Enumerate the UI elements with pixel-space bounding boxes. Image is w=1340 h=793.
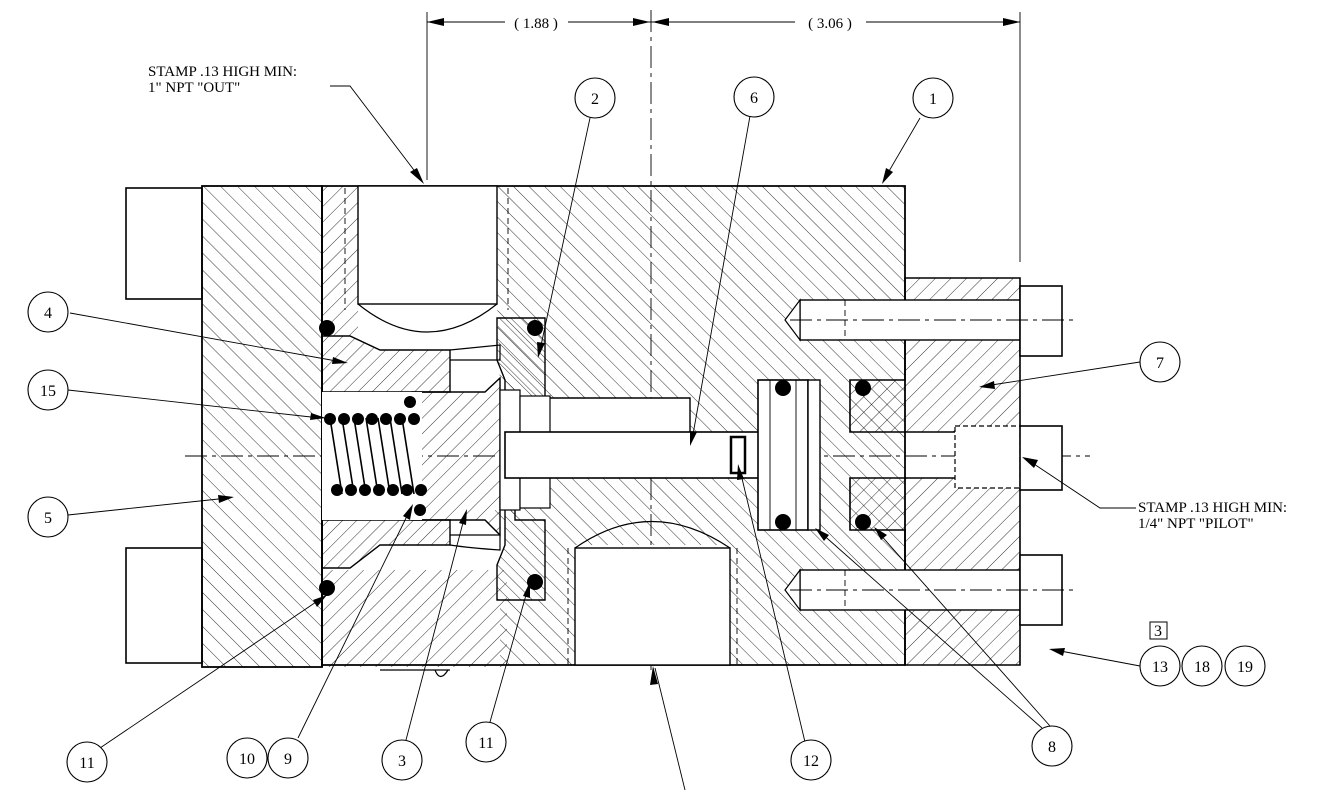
svg-text:5: 5 — [44, 510, 52, 527]
retaining-clip — [380, 669, 450, 678]
balloon-5: 5 — [27, 495, 234, 538]
callout-pilot-port: STAMP .13 HIGH MIN: 1/4" NPT "PILOT" — [1022, 457, 1287, 532]
seat-part-4 — [321, 335, 501, 569]
dimension-left-value: ( 1.88 ) — [514, 16, 558, 32]
stem-part-6 — [504, 431, 786, 479]
svg-text:18: 18 — [1194, 659, 1210, 676]
balloon-11-right: 11 — [465, 582, 530, 763]
svg-text:3: 3 — [398, 753, 406, 770]
svg-text:12: 12 — [803, 753, 819, 770]
svg-text:19: 19 — [1237, 659, 1253, 676]
leader-bottom-port — [650, 666, 686, 791]
balloon-13-18-19: 3 13 18 19 — [1049, 621, 1266, 687]
balloon-7: 7 — [979, 341, 1181, 389]
callout-pilot-line1: STAMP .13 HIGH MIN: — [1138, 500, 1287, 516]
o-rings — [319, 320, 871, 596]
svg-text:2: 2 — [591, 91, 599, 108]
svg-text:7: 7 — [1156, 355, 1164, 372]
svg-text:13: 13 — [1152, 659, 1168, 676]
balloon-11-left: 11 — [66, 595, 327, 783]
box-note: 3 — [1154, 623, 1162, 640]
svg-text:11: 11 — [478, 735, 493, 752]
dimension-right-value: ( 3.06 ) — [808, 16, 852, 32]
svg-text:1: 1 — [929, 91, 937, 108]
balloon-6: 6 — [690, 76, 775, 446]
balloon-12: 12 — [737, 464, 832, 781]
balloon-8: 8 — [815, 527, 1073, 767]
callout-out-line1: STAMP .13 HIGH MIN: — [148, 64, 297, 80]
svg-text:11: 11 — [79, 755, 94, 772]
balloon-3: 3 — [381, 509, 467, 781]
balloon-1: 1 — [882, 77, 954, 184]
balloon-10-9: 10 9 — [226, 504, 413, 779]
svg-text:10: 10 — [239, 751, 255, 768]
spring-part-15 — [322, 392, 427, 520]
callout-out-port: STAMP .13 HIGH MIN: 1" NPT "OUT" — [148, 64, 424, 184]
bolt-lower — [784, 554, 1075, 626]
dimension-left: ( 1.88 ) — [426, 12, 650, 180]
callout-pilot-line2: 1/4" NPT "PILOT" — [1138, 516, 1254, 532]
svg-text:9: 9 — [284, 751, 292, 768]
svg-text:8: 8 — [1048, 739, 1056, 756]
dimension-right: ( 3.06 ) — [650, 12, 1021, 262]
callout-out-line2: 1" NPT "OUT" — [148, 80, 240, 96]
end-cap-part-5 — [125, 185, 323, 668]
bolt-upper — [784, 285, 1075, 357]
svg-text:4: 4 — [44, 305, 52, 322]
balloon-4: 4 — [27, 291, 348, 364]
svg-text:6: 6 — [750, 90, 758, 107]
balloon-15: 15 — [27, 369, 326, 420]
svg-text:15: 15 — [40, 383, 56, 400]
piston — [757, 379, 821, 531]
balloon-2: 2 — [537, 77, 616, 358]
